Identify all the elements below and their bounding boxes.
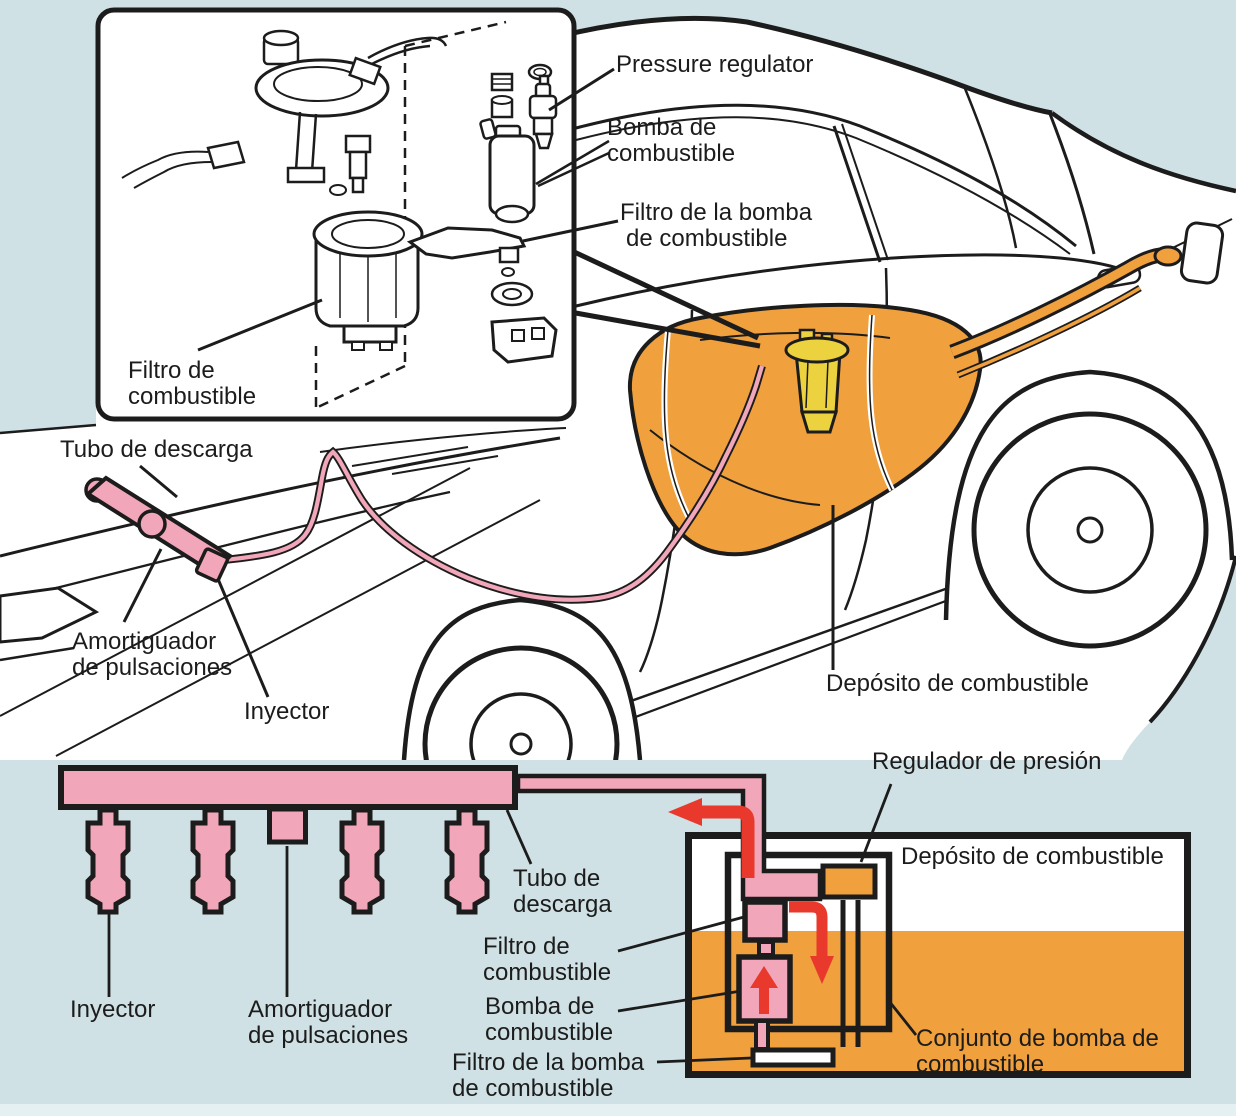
schematic-damper [267, 806, 308, 845]
leader-line [522, 219, 619, 243]
pump-up-arrow [750, 966, 778, 1014]
schematic-pump-frame [724, 851, 893, 1033]
label-damper-schematic: Amortiguador de pulsaciones [248, 997, 408, 1049]
leader-line [535, 139, 610, 188]
engine-fuel-rail [84, 475, 234, 583]
label-line: de pulsaciones [248, 1022, 409, 1049]
schematic-injector [193, 810, 233, 912]
pressure-regulator-part [528, 74, 558, 150]
flow-out-line [702, 805, 755, 878]
leader-line [216, 578, 270, 698]
label-fuel-tank-car: Depósito de combustible [826, 670, 1089, 697]
label-pump-filter-top: Filtro de la bomba de combustible [620, 200, 812, 252]
label-line: combustible [485, 1019, 614, 1046]
label-pressure-regulator-schematic: Regulador de presión [872, 748, 1102, 775]
label-line: de pulsaciones [72, 654, 233, 681]
label-discharge-tube-car: Tubo de descarga [60, 436, 253, 463]
label-fuel-filter-schematic: Filtro de combustible [483, 934, 611, 986]
label-line: Bomba de [607, 114, 717, 141]
leader-line [859, 783, 893, 863]
c-pillar [1048, 113, 1096, 255]
label-line: combustible [607, 140, 736, 167]
fuel-filter-part [312, 210, 424, 351]
wiper [351, 446, 469, 467]
label-injector-schematic: Inyector [70, 996, 156, 1023]
label-line: Bomba de [485, 993, 595, 1020]
bottom-strip [0, 1104, 1236, 1116]
injector-part [194, 547, 230, 583]
label-fuel-pump-schematic: Bomba de combustible [485, 994, 613, 1046]
schematic-return-pipe [840, 900, 861, 1047]
callout-wedge [569, 309, 761, 349]
label-fuel-filter-inset: Filtro de combustible [128, 358, 256, 410]
leader-line [656, 1056, 752, 1064]
schematic-regulator [820, 863, 878, 900]
label-line: de combustible [626, 225, 788, 252]
schematic-filter [742, 899, 788, 943]
leader-line [887, 1000, 918, 1036]
label-line: Filtro de la bomba [452, 1049, 645, 1076]
fuel-line [223, 365, 765, 602]
breather-pipe [957, 286, 1141, 377]
label-pump-filter-schematic: Filtro de la bomba de combustible [452, 1050, 644, 1102]
label-injector-car: Inyector [244, 698, 330, 725]
callout-wedge [568, 247, 760, 341]
label-line: combustible [483, 959, 612, 986]
label-line: combustible [916, 1051, 1045, 1078]
leader-line [548, 67, 615, 112]
schematic-injector [342, 810, 382, 912]
label-line: Amortiguador [72, 628, 217, 655]
schematic-pump-inlet [754, 1019, 770, 1051]
label-pressure-regulator: Pressure regulator [616, 51, 814, 78]
label-discharge-tube-schematic: Tubo de descarga [513, 866, 612, 918]
filler-neck [1153, 245, 1183, 267]
label-line: Conjunto de bomba de [916, 1025, 1159, 1052]
b-pillar [832, 125, 882, 263]
connector [206, 140, 246, 170]
fuel-pump-module [784, 328, 850, 434]
flow-arrow-down [810, 956, 834, 984]
wiper [391, 455, 499, 475]
leader-line [617, 989, 742, 1013]
label-line: Filtro de la bomba [620, 199, 813, 226]
flow-arrow-left [668, 798, 702, 826]
leader-line [617, 915, 745, 953]
label-line: Amortiguador [248, 996, 393, 1023]
inset-exploded-view [95, 7, 619, 422]
label-line: Filtro de [483, 933, 570, 960]
label-fuel-tank-schematic: Depósito de combustible [901, 843, 1164, 870]
fuel-pump-part [479, 118, 536, 224]
headlight [0, 586, 100, 644]
label-line: descarga [513, 891, 612, 918]
label-line: de combustible [452, 1075, 614, 1102]
flow-return-line [789, 901, 828, 958]
label-line: combustible [128, 383, 257, 410]
label-fuel-pump-top: Bomba de combustible [607, 115, 735, 167]
leader-line [139, 464, 178, 499]
fuel-schematic [58, 765, 1191, 1078]
leader-line [505, 809, 533, 865]
pump-small-parts [406, 63, 558, 364]
schematic-injector [447, 810, 487, 912]
label-damper-car: Amortiguador de pulsaciones [72, 629, 232, 681]
schematic-injector [88, 810, 128, 912]
label-line: Filtro de [128, 357, 215, 384]
leader-line [122, 548, 163, 623]
leader-line [197, 298, 323, 352]
label-pump-assembly-schematic: Conjunto de bomba de combustible [916, 1026, 1159, 1078]
schematic-strainer [750, 1047, 836, 1068]
schematic-filter-outlet [757, 940, 775, 957]
fuel-door [1179, 221, 1225, 285]
pump-strainer-part [406, 226, 527, 264]
schematic-fuel-rail [58, 765, 518, 810]
label-line: Tubo de [513, 865, 601, 892]
filler-pipe [950, 250, 1167, 357]
pulsation-damper-part [137, 509, 167, 539]
inset-box [95, 7, 577, 422]
